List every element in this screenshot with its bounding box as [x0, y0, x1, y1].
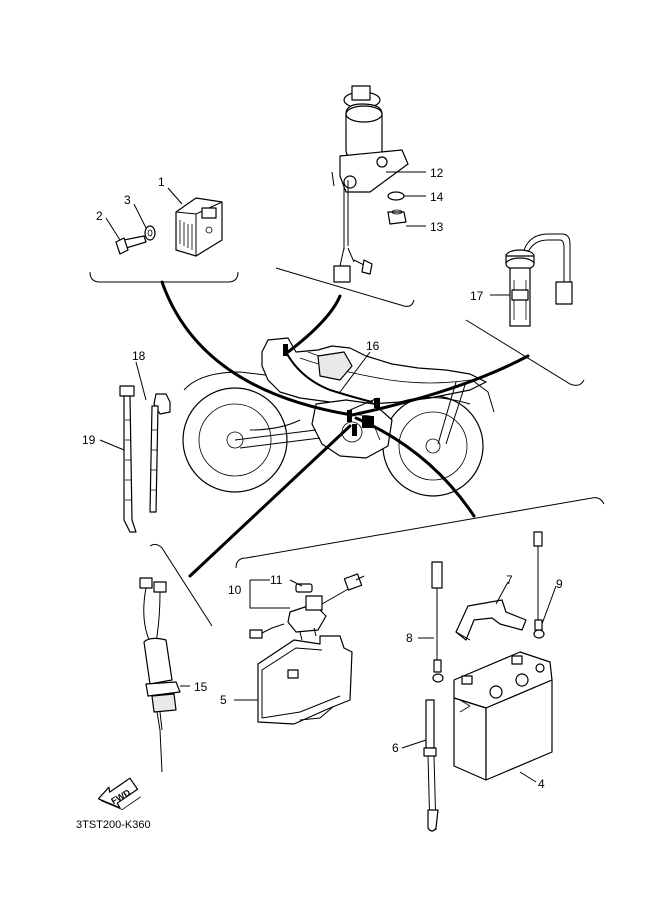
callout-3: 3: [124, 193, 131, 207]
panel-frame-main-switch: [275, 267, 415, 307]
callout-17: 17: [470, 289, 484, 303]
rectifier-regulator: [175, 197, 223, 257]
callout-13: 13: [430, 220, 444, 234]
leader-lines: [99, 171, 557, 783]
callout-12: 12: [430, 166, 444, 180]
motorcycle-silhouette: [182, 337, 495, 497]
callout-16: 16: [366, 339, 380, 353]
battery: [453, 651, 553, 781]
callout-labels: 1 2 3 4 5 6 7 8 9 10 11 12 13 14 15 16 1…: [82, 166, 563, 791]
diagram-code: 3TST200-K360: [76, 819, 151, 831]
clamp: [149, 393, 171, 513]
panel-frame-fuel-sender: [465, 319, 585, 386]
panel-frame-regulator: [89, 271, 239, 283]
washer: [144, 225, 156, 241]
callout-9: 9: [556, 577, 563, 591]
callout-7: 7: [506, 573, 513, 587]
callout-6: 6: [392, 741, 399, 755]
battery-holder: [257, 635, 353, 725]
panel-frame-battery: [235, 497, 605, 569]
breather-pipe: [423, 699, 471, 832]
callout-4: 4: [538, 777, 545, 791]
callout-14: 14: [430, 190, 444, 204]
fuse: [295, 583, 313, 593]
panel-lead-lines: [160, 280, 530, 578]
cable-tie: [119, 385, 137, 533]
callout-5: 5: [220, 693, 227, 707]
callout-18: 18: [132, 349, 146, 363]
nut: [387, 209, 407, 225]
callout-2: 2: [96, 209, 103, 223]
bolt: [115, 235, 147, 255]
main-switch: [331, 85, 409, 283]
callout-11: 11: [270, 573, 283, 587]
callout-8: 8: [406, 631, 413, 645]
battery-band: [455, 599, 527, 641]
washer-12: [387, 191, 405, 201]
panel-frame-neutral-switch: [149, 543, 213, 627]
neutral-switch: [139, 577, 181, 773]
fwd-arrow: FWD: [97, 777, 141, 811]
callout-10: 10: [228, 583, 242, 597]
fuel-sender: [505, 233, 573, 327]
battery-lead-negative: [431, 561, 444, 683]
callout-15: 15: [194, 680, 208, 694]
battery-lead-positive: [533, 531, 545, 639]
callout-1: 1: [158, 175, 165, 189]
fuse-holder: [249, 573, 365, 641]
callout-19: 19: [82, 433, 96, 447]
